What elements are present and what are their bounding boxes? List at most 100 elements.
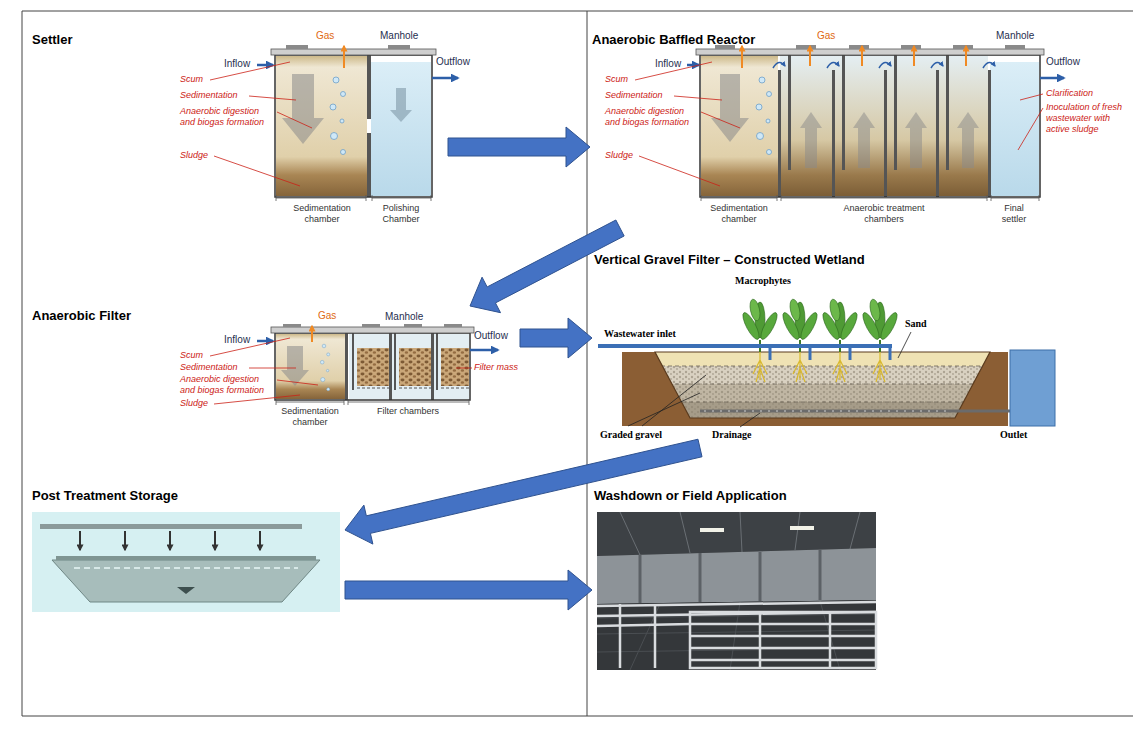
anaerobic-filter-tank	[394, 333, 396, 390]
baffled-reactor-tank	[796, 45, 816, 49]
washdown-shed-photo	[819, 550, 822, 600]
constructed-wetland	[704, 411, 950, 412]
constructed-wetland	[642, 375, 706, 426]
washdown-shed-photo	[699, 553, 702, 602]
layer-label: Macrophytes	[735, 275, 791, 287]
flow-label: Manhole	[380, 30, 418, 42]
baffled-reactor-tank	[778, 70, 781, 197]
baffled-reactor-tank	[894, 55, 897, 170]
baffled-reactor-tank	[988, 70, 991, 197]
baffled-reactor-tank	[1005, 45, 1025, 49]
constructed-wetland	[820, 298, 860, 382]
anaerobic-filter-tank	[214, 395, 300, 404]
panel-heading: Anaerobic Filter	[32, 308, 131, 324]
settler-tank	[271, 49, 436, 55]
storage-lagoon	[32, 512, 340, 612]
anaerobic-filter-tank	[345, 333, 438, 400]
settler-tank	[210, 62, 312, 186]
panel-node: Anaerobic Baffled Reactor	[590, 30, 1110, 228]
chamber-caption: Sedimentation chamber	[282, 203, 362, 225]
constructed-wetland	[628, 332, 911, 427]
settler-tank	[276, 56, 367, 196]
baffled-reactor-tank	[987, 195, 988, 201]
washdown-shed-photo	[690, 623, 876, 626]
process-label: Sedimentation	[605, 90, 663, 101]
anaerobic-filter-tank	[399, 388, 431, 389]
panel-heading: Settler	[32, 32, 72, 48]
baffled-reactor-tank	[788, 55, 791, 170]
anaerobic-filter-tank	[470, 349, 498, 352]
washdown-shed-photo	[619, 604, 622, 668]
gas-label: Gas	[817, 30, 835, 42]
process-label: Sedimentation	[180, 362, 238, 373]
baffled-reactor-tank	[800, 112, 822, 168]
panel-heading: Washdown or Field Application	[594, 488, 787, 504]
constructed-wetland	[809, 346, 812, 360]
baffled-reactor-tank	[991, 195, 992, 201]
process-label: Scum	[605, 74, 628, 85]
process-label: Scum	[180, 350, 203, 361]
settler-tank	[277, 112, 312, 128]
constructed-wetland	[640, 402, 1000, 403]
flow-label: Manhole	[385, 311, 423, 323]
settler-tank	[257, 64, 273, 67]
baffled-reactor-tank	[936, 70, 939, 197]
baffled-reactor-tank	[832, 70, 835, 197]
anaerobic-filter-tank	[436, 333, 438, 390]
baffled-reactor-tank	[1039, 195, 1040, 201]
baffled-reactor-tank	[780, 56, 988, 196]
washdown-shed-photo	[680, 512, 690, 553]
baffled-reactor-tank	[701, 56, 778, 196]
settler-tank	[390, 88, 412, 122]
washdown-shed-photo	[850, 512, 860, 549]
table-frame	[22, 716, 1133, 717]
washdown-shed-photo	[630, 604, 660, 670]
washdown-shed-photo	[759, 552, 762, 601]
anaerobic-filter-tank	[444, 324, 462, 327]
washdown-shed-photo	[690, 612, 876, 668]
settler-tank	[372, 198, 431, 199]
flow-arrow	[448, 127, 590, 167]
process-label: Anaerobic digestion and biogas formation	[180, 106, 272, 128]
anaerobic-filter-tank	[399, 348, 431, 386]
storage-lagoon	[124, 531, 126, 550]
constructed-wetland	[598, 298, 1055, 427]
constructed-wetland	[740, 413, 760, 427]
anaerobic-filter-tank	[210, 338, 290, 356]
baffled-reactor-tank	[781, 195, 782, 201]
settler-tank	[249, 96, 296, 100]
panel-heading: Anaerobic Baffled Reactor	[592, 32, 755, 48]
settler-tank	[210, 45, 458, 201]
storage-lagoon	[52, 560, 320, 602]
flow-arrow	[520, 318, 592, 358]
constructed-wetland	[740, 298, 780, 382]
baffled-reactor-tank	[701, 195, 702, 201]
settler-tank	[372, 195, 373, 201]
chamber-caption: Polishing Chamber	[371, 203, 431, 225]
baffled-reactor-tank	[827, 62, 839, 68]
baffled-reactor-tank	[884, 70, 887, 197]
baffled-reactor-tank	[901, 45, 921, 49]
settler-tank	[330, 77, 346, 155]
anaerobic-filter-tank	[210, 324, 498, 405]
baffled-reactor-tank	[853, 112, 875, 168]
constructed-wetland	[622, 352, 1008, 426]
anaerobic-filter-tank	[277, 380, 318, 385]
anaerobic-filter-tank	[441, 348, 469, 386]
table-frame	[22, 11, 23, 716]
constructed-wetland	[898, 332, 911, 358]
constructed-wetland	[655, 352, 990, 418]
flow-label: Inflow	[224, 58, 250, 70]
anaerobic-filter-tank	[283, 324, 301, 327]
panel-node: Anaerobic Filter	[30, 306, 520, 432]
settler-tank	[367, 133, 371, 197]
process-label: Sludge	[605, 150, 633, 161]
table-frame	[22, 11, 1133, 12]
table-frame	[22, 11, 1133, 716]
washdown-shed-photo	[639, 555, 642, 603]
chamber-caption: Sedimentation chamber	[270, 406, 350, 428]
settler-tank	[210, 62, 290, 80]
baffled-reactor-tank	[1040, 77, 1064, 80]
